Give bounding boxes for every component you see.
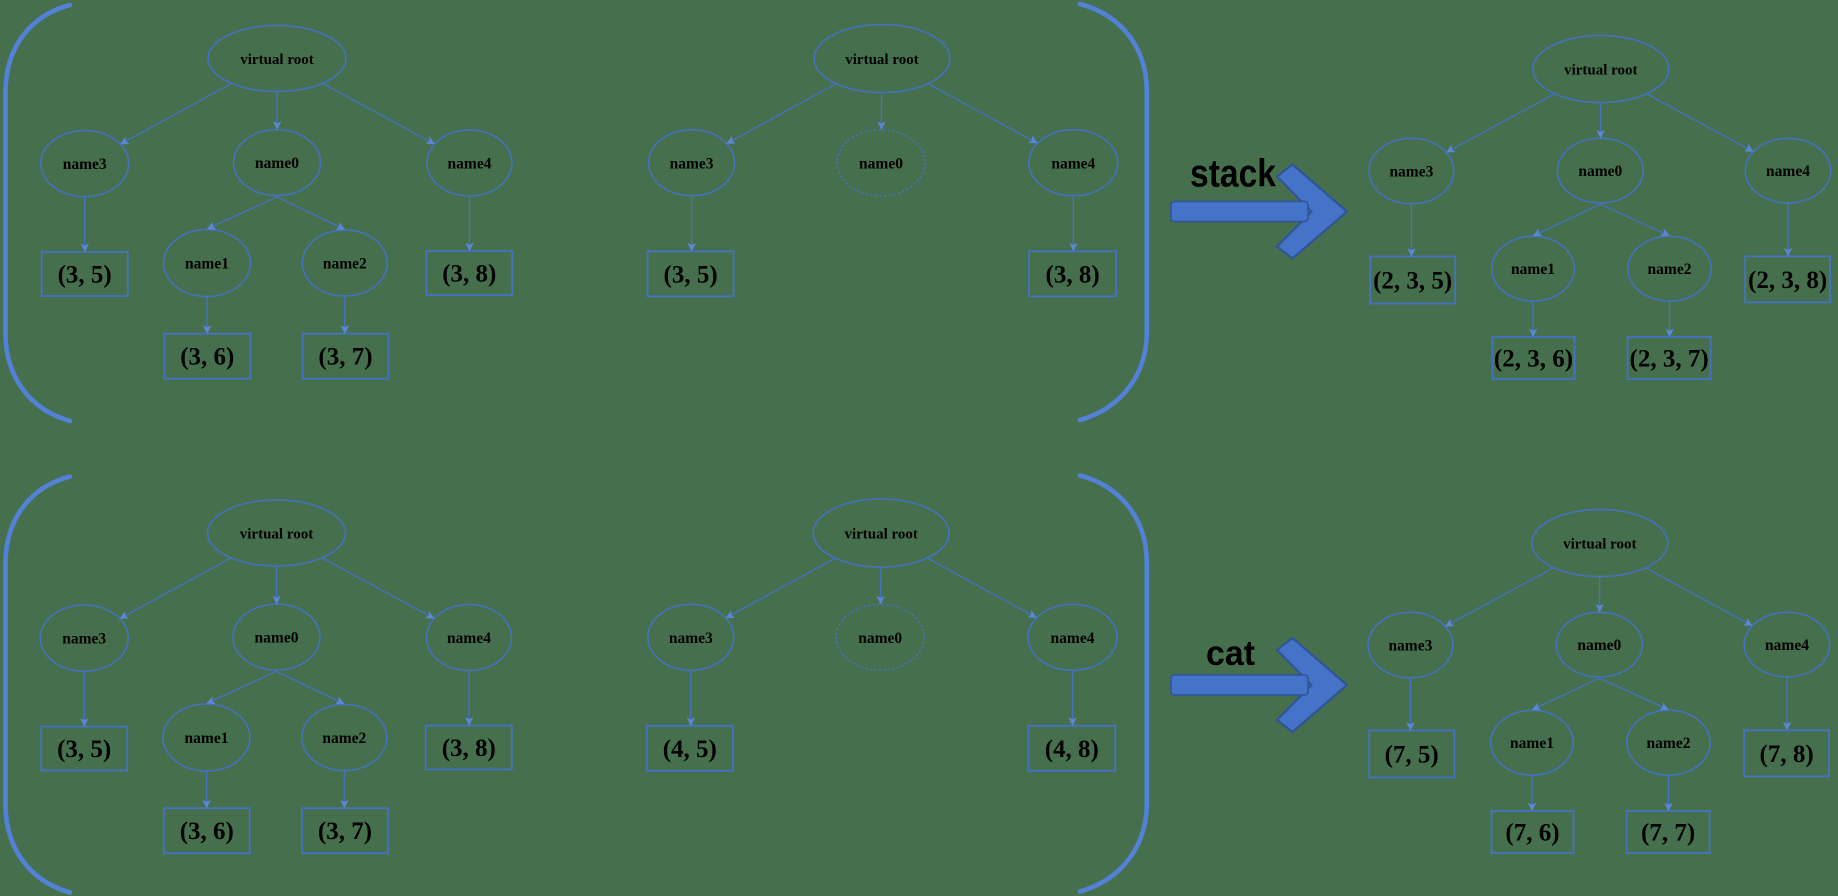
svg-text:virtual root: virtual root (845, 52, 918, 68)
svg-text:name2: name2 (1647, 735, 1691, 752)
svg-text:name2: name2 (1648, 261, 1692, 278)
svg-text:(3, 8): (3, 8) (1046, 261, 1100, 288)
svg-text:(3, 8): (3, 8) (442, 735, 496, 762)
svg-text:(3, 6): (3, 6) (180, 818, 234, 845)
svg-text:name0: name0 (255, 630, 299, 647)
svg-text:name4: name4 (447, 630, 491, 647)
svg-text:name0: name0 (859, 155, 903, 172)
svg-text:name3: name3 (1388, 638, 1432, 655)
svg-text:(7, 6): (7, 6) (1505, 820, 1559, 847)
svg-text:name4: name4 (448, 156, 492, 173)
svg-text:stack: stack (1190, 153, 1276, 196)
svg-text:name3: name3 (669, 630, 713, 647)
svg-text:(3, 5): (3, 5) (57, 736, 111, 763)
svg-text:name4: name4 (1765, 637, 1809, 654)
svg-text:(7, 7): (7, 7) (1641, 820, 1695, 847)
svg-text:(3, 5): (3, 5) (58, 262, 112, 289)
svg-text:name1: name1 (185, 256, 229, 273)
svg-text:name0: name0 (858, 630, 902, 647)
svg-text:name2: name2 (322, 730, 366, 747)
svg-text:(7, 8): (7, 8) (1760, 741, 1814, 768)
svg-text:name1: name1 (1511, 261, 1555, 278)
svg-text:name0: name0 (1577, 637, 1621, 654)
svg-text:(2, 3, 7): (2, 3, 7) (1630, 346, 1709, 373)
svg-text:name1: name1 (1510, 735, 1554, 752)
svg-text:name3: name3 (63, 156, 107, 173)
svg-text:name1: name1 (185, 730, 229, 747)
svg-text:virtual root: virtual root (240, 527, 313, 543)
svg-text:virtual root: virtual root (844, 527, 917, 543)
svg-text:name0: name0 (1578, 163, 1622, 180)
svg-text:(4, 5): (4, 5) (663, 736, 717, 763)
svg-text:name4: name4 (1766, 163, 1810, 180)
svg-text:name3: name3 (1389, 164, 1433, 181)
svg-text:(2, 3, 8): (2, 3, 8) (1748, 267, 1827, 294)
svg-text:(2, 3, 6): (2, 3, 6) (1494, 346, 1573, 373)
svg-text:(3, 6): (3, 6) (180, 344, 234, 371)
svg-text:virtual root: virtual root (1563, 537, 1636, 553)
svg-text:virtual root: virtual root (240, 52, 313, 68)
svg-text:cat: cat (1206, 634, 1255, 673)
svg-text:name0: name0 (255, 155, 299, 172)
svg-text:(3, 5): (3, 5) (664, 261, 718, 288)
svg-text:virtual root: virtual root (1564, 63, 1637, 79)
svg-text:name4: name4 (1051, 155, 1095, 172)
svg-text:(7, 5): (7, 5) (1385, 742, 1439, 769)
svg-text:name3: name3 (62, 631, 106, 648)
svg-text:(3, 7): (3, 7) (318, 818, 372, 845)
svg-text:name4: name4 (1051, 630, 1095, 647)
svg-text:(3, 7): (3, 7) (318, 344, 372, 371)
svg-text:(4, 8): (4, 8) (1045, 736, 1099, 763)
svg-text:(2, 3, 5): (2, 3, 5) (1373, 268, 1452, 295)
svg-text:(3, 8): (3, 8) (442, 261, 496, 288)
svg-text:name2: name2 (323, 256, 367, 273)
svg-text:name3: name3 (670, 155, 714, 172)
